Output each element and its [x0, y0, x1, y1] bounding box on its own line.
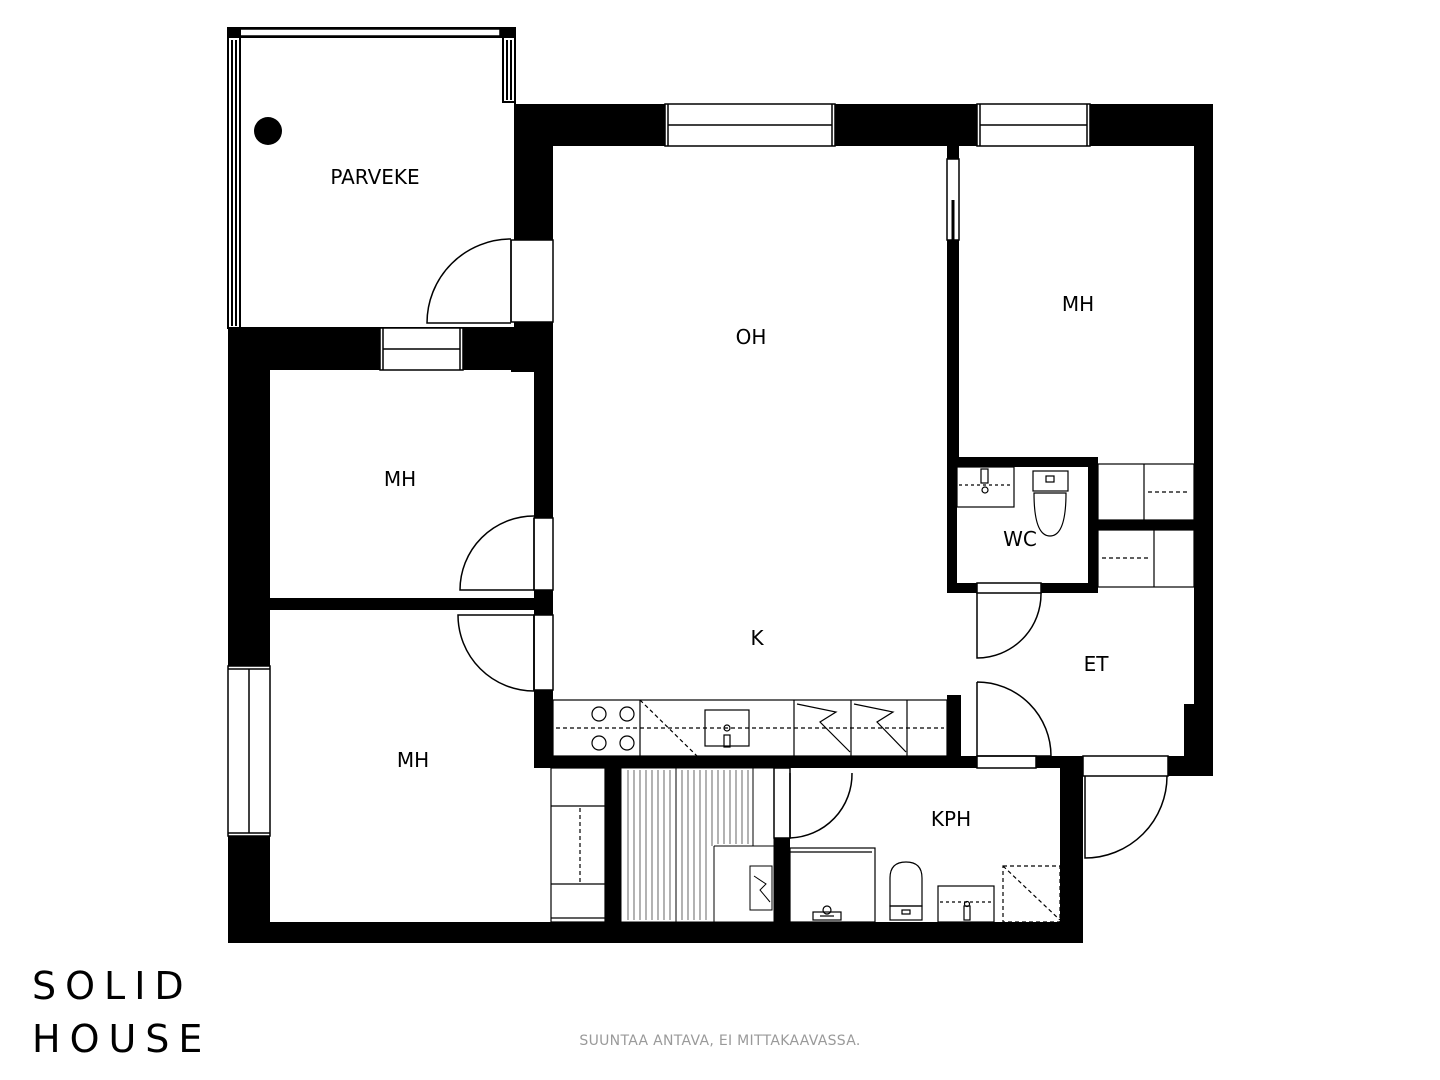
closets — [1097, 463, 1195, 588]
brand-logo-line1: SOLID — [32, 964, 193, 1008]
wc-fixtures — [956, 466, 1069, 537]
room-label-kph: KPH — [931, 807, 971, 831]
walls — [228, 104, 1213, 943]
room-label-et: ET — [1084, 652, 1110, 676]
room-label-k: K — [750, 626, 764, 650]
balcony-outline — [227, 27, 516, 329]
room-label-parveke: PARVEKE — [330, 165, 419, 189]
room-labels: PARVEKE OH MH MH MH WC K ET KPH — [330, 165, 1109, 831]
kitchen-counter — [552, 699, 956, 757]
room-label-mh-top-right: MH — [1062, 292, 1094, 316]
room-label-wc: WC — [1003, 527, 1037, 551]
sauna — [620, 767, 775, 923]
brand-logo-line2: HOUSE — [32, 1017, 212, 1061]
wardrobe — [550, 767, 606, 923]
room-label-oh: OH — [736, 325, 767, 349]
doors — [426, 158, 1169, 859]
windows — [227, 103, 1091, 837]
room-label-mh-left-lower: MH — [397, 748, 429, 772]
bathroom-fixtures — [789, 847, 1061, 923]
room-label-mh-left-upper: MH — [384, 467, 416, 491]
brand-logo: SOLID HOUSE — [32, 960, 211, 1066]
disclaimer-caption: SUUNTAA ANTAVA, EI MITTAKAAVASSA. — [579, 1033, 861, 1049]
drain-icon — [254, 117, 282, 145]
